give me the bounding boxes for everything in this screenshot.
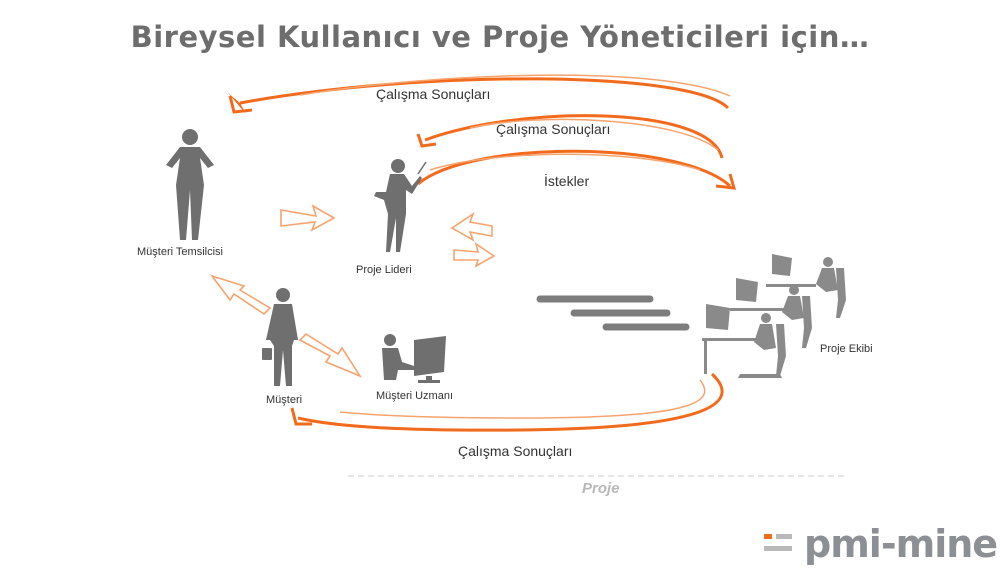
- flow-label-top-results: Çalışma Sonuçları: [376, 86, 491, 102]
- label-musteri: Müşteri: [266, 394, 303, 406]
- musteri-figure: [262, 288, 298, 386]
- arrow-musteri-to-temsilci: [209, 274, 272, 316]
- arrow-temsilci-to-lider: [280, 204, 336, 232]
- arrow-lider-to-temsilci: [450, 211, 493, 242]
- label-musteri-uzmani: Müşteri Uzmanı: [376, 390, 454, 402]
- proje-lideri-figure: [374, 159, 427, 252]
- musteri-temsilcisi-figure: [166, 129, 214, 240]
- label-proje-ekibi: Proje Ekibi: [820, 343, 873, 355]
- arrow-musteri-to-uzman: [298, 332, 363, 378]
- page-title: Bireysel Kullanıcı ve Proje Yöneticileri…: [130, 20, 870, 54]
- arrow-lider-to-ekip: [453, 242, 496, 268]
- flow-label-requests: İstekler: [544, 173, 590, 189]
- label-proje-lideri: Proje Lideri: [356, 264, 412, 276]
- pmi-mine-logo-mark: [764, 534, 792, 551]
- musteri-uzmani-figure: [382, 334, 446, 383]
- flow-label-mid-results: Çalışma Sonuçları: [496, 121, 611, 137]
- flow-arrow-bottom-results: [290, 372, 724, 432]
- flow-arrow-top-results: [228, 74, 731, 114]
- proje-ekibi-figure: [702, 254, 846, 378]
- flow-label-bottom-results: Çalışma Sonuçları: [458, 443, 573, 459]
- label-musteri-temsilcisi: Müşteri Temsilcisi: [137, 246, 223, 258]
- flow-arrow-mid-results: [416, 114, 724, 159]
- project-label: Proje: [582, 480, 620, 497]
- flow-arrow-requests: [417, 149, 737, 190]
- progress-bars: [536, 295, 690, 331]
- brand-logo-text: pmi-mine: [804, 522, 998, 566]
